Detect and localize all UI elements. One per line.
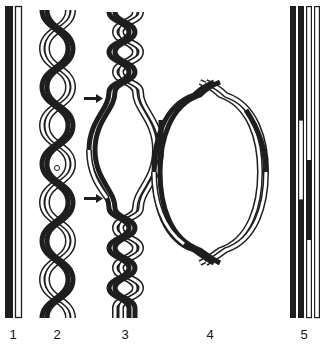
stage-number: 1: [3, 327, 23, 342]
stage-number: 4: [200, 327, 220, 342]
stage-one-chromosomes: [5, 6, 22, 318]
stage-number: 3: [115, 327, 135, 342]
stage-number: 5: [294, 327, 314, 342]
arrow: [84, 194, 103, 203]
stage-two-twisted-chromatids: [42, 10, 73, 318]
arrow: [84, 94, 103, 103]
stage-number: 2: [47, 327, 67, 342]
stage-five-recombinant-chromatids: [290, 6, 319, 318]
stage-four-ring: [154, 82, 266, 263]
stage-three-chiasmata: [84, 12, 161, 318]
